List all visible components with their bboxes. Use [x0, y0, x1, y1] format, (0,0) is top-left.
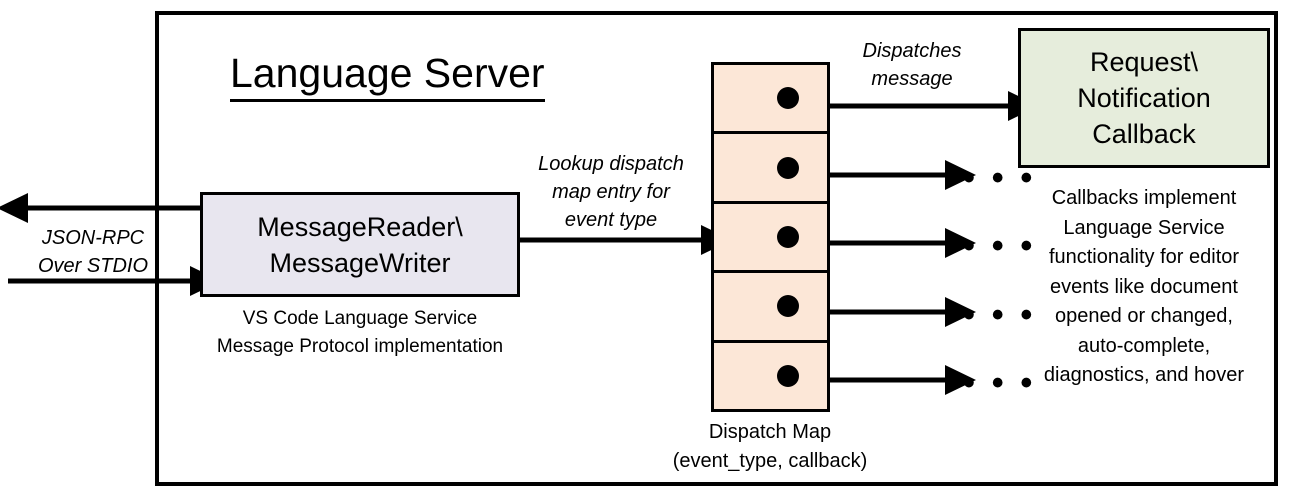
dispatch-map-row[interactable]: [714, 65, 827, 135]
callback-dot-icon: [777, 364, 799, 387]
message-box-line1: MessageReader\: [257, 211, 463, 242]
message-box-line2: MessageWriter: [269, 247, 451, 278]
edge-label-dispatches-line1: Dispatches: [862, 40, 962, 62]
callback-box-line3: Callback: [1092, 119, 1196, 149]
message-box-caption: VS Code Language Service Message Protoco…: [200, 305, 520, 361]
callback-caption-line: diagnostics, and hover: [1043, 364, 1245, 386]
dispatch-map-caption-line2: (event_type, callback): [672, 450, 868, 472]
message-box-caption-line2: Message Protocol implementation: [216, 336, 504, 357]
callback-caption-line: Callbacks implement: [1051, 187, 1237, 209]
callback-caption-line: functionality for editor: [1048, 246, 1240, 268]
edge-label-lookup-line3: event type: [564, 209, 658, 231]
callback-dot-icon: [777, 156, 799, 179]
request-notification-callback-box[interactable]: Request\ Notification Callback: [1018, 28, 1270, 168]
callback-dot-icon: [777, 295, 799, 318]
edge-label-lookup: Lookup dispatch map entry for event type: [521, 150, 701, 234]
callback-dot-icon: [777, 226, 799, 249]
callback-caption-line: events like document: [1050, 275, 1238, 298]
callback-caption-line: Language Service: [1063, 216, 1225, 239]
callback-caption-line: auto-complete,: [1077, 334, 1211, 357]
message-box-caption-line1: VS Code Language Service: [242, 308, 478, 329]
callback-caption-line: opened or changed,: [1055, 305, 1233, 327]
edge-label-dispatches-line2: message: [871, 68, 953, 90]
callback-box-line2: Notification: [1077, 83, 1211, 113]
edge-label-jsonrpc-line2: Over STDIO: [37, 255, 148, 277]
callback-box-caption: Callbacks implement Language Service fun…: [1010, 184, 1278, 391]
dispatch-map-caption: Dispatch Map (event_type, callback): [640, 418, 900, 476]
edge-label-lookup-line2: map entry for: [552, 181, 670, 203]
callback-box-line1: Request\: [1089, 47, 1199, 77]
edge-label-dispatches: Dispatches message: [832, 37, 992, 93]
dispatch-map-row[interactable]: [714, 203, 827, 274]
dispatch-map-row[interactable]: [714, 342, 827, 410]
dispatch-map-caption-line1: Dispatch Map: [708, 421, 832, 443]
edge-label-lookup-line1: Lookup dispatch: [538, 153, 684, 175]
message-reader-writer-box[interactable]: MessageReader\ MessageWriter: [200, 192, 520, 297]
language-server-container: [155, 11, 1278, 486]
edge-label-jsonrpc: JSON-RPC Over STDIO: [18, 224, 168, 280]
callback-dot-icon: [777, 87, 799, 110]
dispatch-map-row[interactable]: [714, 273, 827, 343]
dispatch-map-row[interactable]: [714, 134, 827, 204]
page-title: Language Server: [230, 48, 545, 102]
edge-label-jsonrpc-line1: JSON-RPC: [41, 227, 145, 249]
dispatch-map-table[interactable]: [711, 62, 830, 412]
